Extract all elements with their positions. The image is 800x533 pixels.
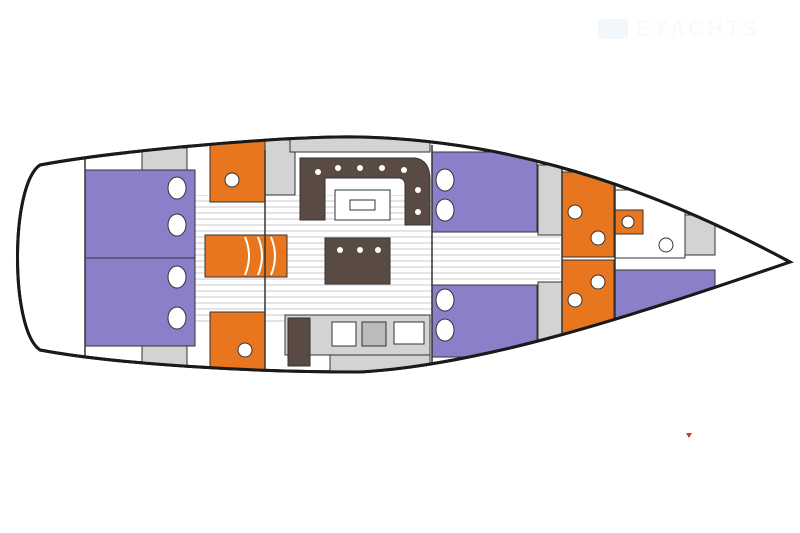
- toilet-icon: [237, 342, 253, 358]
- toilet-icon: [621, 215, 635, 229]
- watermark-text: EYACHTS: [636, 16, 761, 41]
- pillow: [167, 213, 187, 237]
- pillow: [167, 265, 187, 289]
- toilet-icon: [224, 172, 240, 188]
- double-sink-icon: [393, 321, 425, 345]
- saloon-settee: [299, 157, 431, 226]
- pillow: [435, 168, 455, 192]
- sink-icon: [331, 321, 357, 347]
- locker: [329, 354, 431, 372]
- pillow: [167, 176, 187, 200]
- stove-icon: [361, 321, 387, 347]
- watermark-logo: EYACHTS: [598, 16, 760, 42]
- locker: [537, 164, 563, 236]
- fridge: [287, 317, 311, 367]
- toilet-icon: [590, 274, 606, 290]
- head-aft-starboard: [209, 311, 266, 372]
- table-leaf: [349, 199, 376, 211]
- saloon-bench: [324, 237, 391, 285]
- locker: [537, 281, 563, 343]
- pillow: [435, 318, 455, 342]
- pillow: [167, 306, 187, 330]
- logo-icon: [598, 19, 628, 39]
- pillow: [435, 198, 455, 222]
- toilet-icon: [658, 237, 674, 253]
- toilet-icon: [567, 292, 583, 308]
- toilet-icon: [567, 204, 583, 220]
- bow-cabin: [614, 269, 716, 319]
- pillow: [435, 288, 455, 312]
- marker-icon: [686, 433, 692, 438]
- head-aft-port: [209, 139, 266, 203]
- toilet-icon: [590, 230, 606, 246]
